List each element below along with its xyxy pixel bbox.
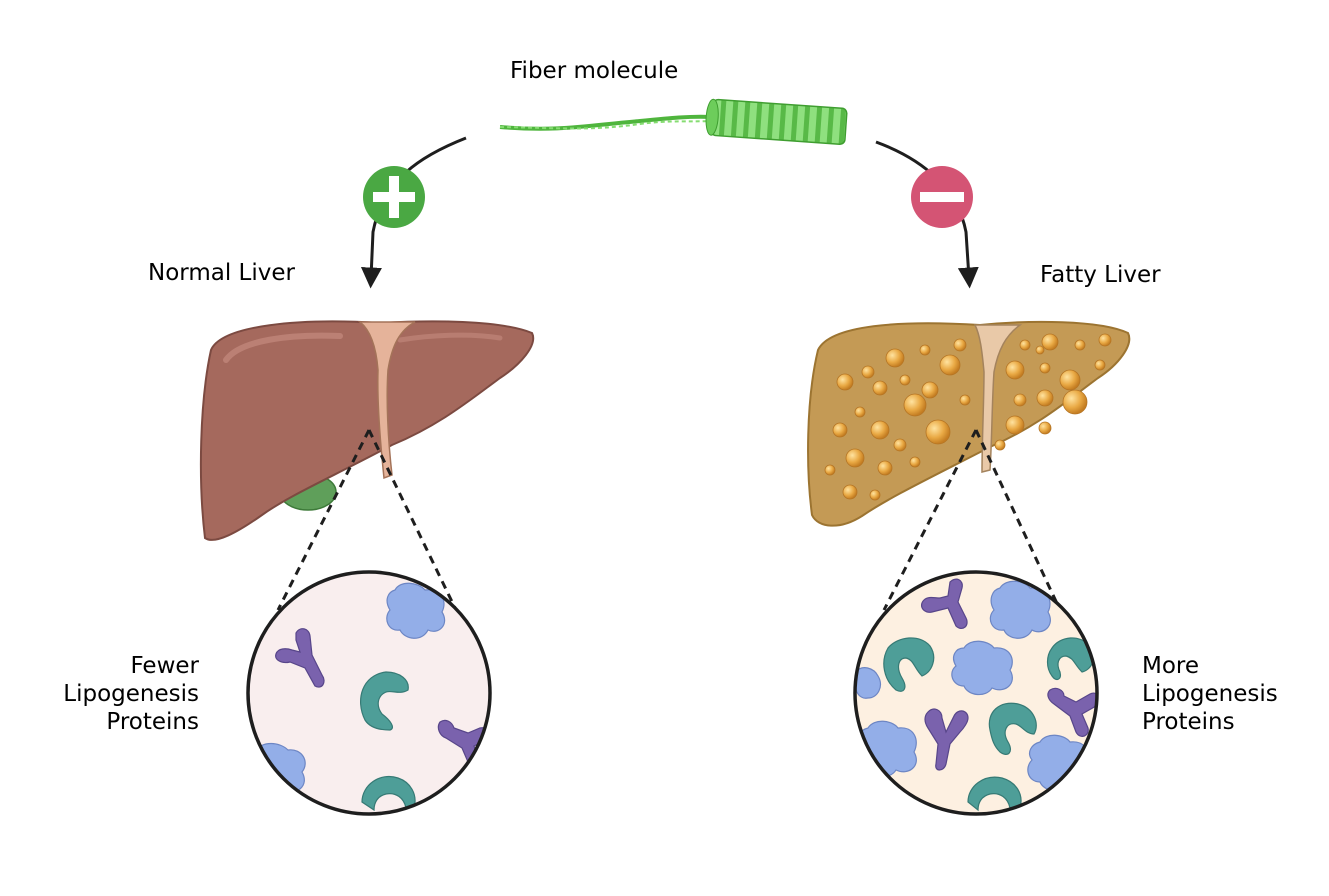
minus-icon <box>911 166 973 228</box>
plus-icon <box>363 166 425 228</box>
fatty-caption-line: More <box>1142 653 1200 679</box>
fiber-molecule-label: Fiber molecule <box>510 58 679 84</box>
fatty-liver-zoom-circle <box>853 570 1099 816</box>
normal-caption-line: Fewer <box>130 653 199 679</box>
fatty-caption-line: Proteins <box>1142 709 1235 735</box>
normal-liver-title: Normal Liver <box>148 260 295 286</box>
zoom-lines-normal <box>276 429 458 611</box>
fatty-liver-title: Fatty Liver <box>1040 262 1161 288</box>
fatty-caption-line: Lipogenesis <box>1142 681 1278 707</box>
normal-caption-line: Proteins <box>106 709 199 735</box>
fatty-liver-icon <box>807 320 1131 527</box>
normal-caption: Fewer Lipogenesis Proteins <box>63 652 199 736</box>
lipogenesis-protein-crescent-icon <box>360 671 416 812</box>
zoom-lines-fatty <box>882 429 1062 611</box>
normal-liver-zoom-circle <box>246 570 492 816</box>
fatty-caption: More Lipogenesis Proteins <box>1142 652 1278 736</box>
fiber-molecule-icon <box>499 98 848 145</box>
normal-caption-line: Lipogenesis <box>63 681 199 707</box>
